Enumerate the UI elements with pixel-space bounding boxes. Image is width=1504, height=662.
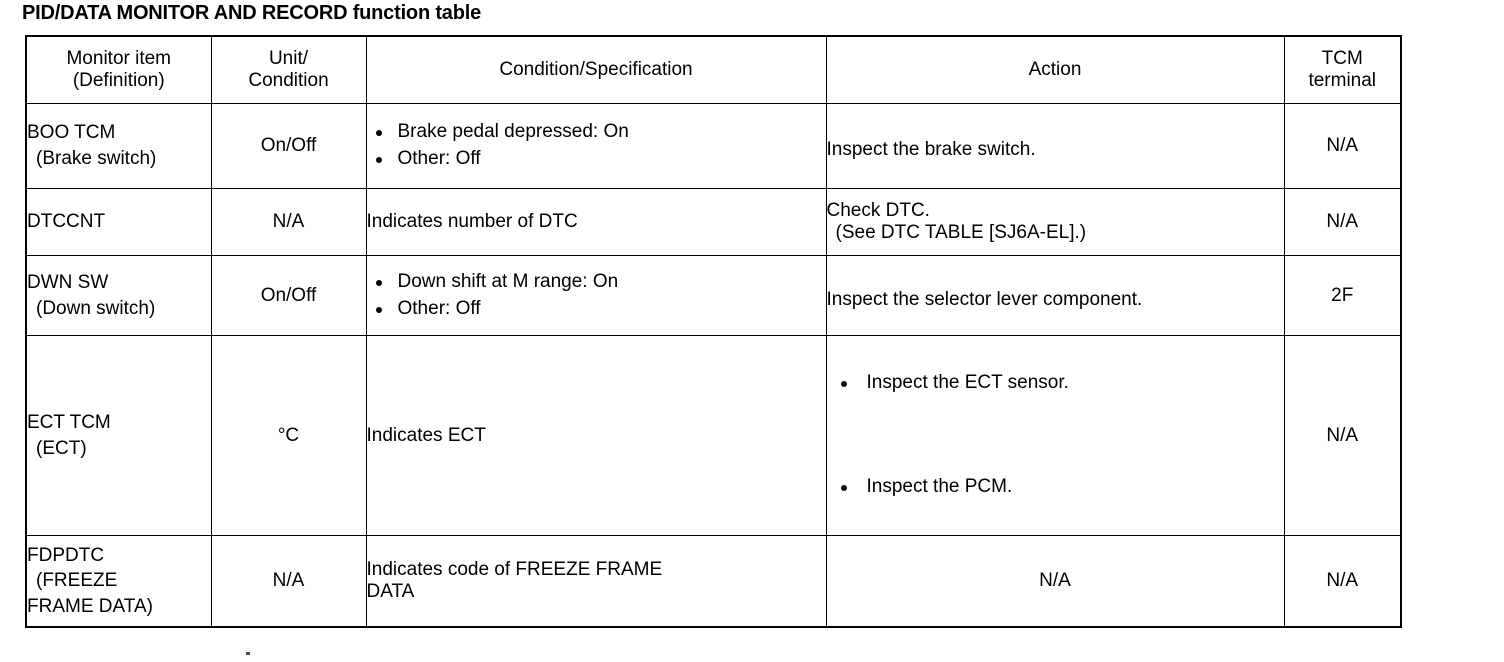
monitor-item-name: BOO TCM <box>27 122 116 144</box>
cell-action: N/A <box>825 535 1285 628</box>
monitor-item-name: FDPDTC <box>27 544 105 566</box>
header-monitor-item-line1: Monitor item <box>66 47 172 69</box>
action-bullet-list: Inspect the ECT sensor. Inspect the PCM. <box>827 370 1284 501</box>
list-item: Inspect the PCM. <box>827 474 1284 501</box>
list-item: Brake pedal depressed: On <box>367 119 826 146</box>
condition-bullet-list: Brake pedal depressed: On Other: Off <box>367 119 826 173</box>
table-row: BOO TCM (Brake switch) On/Off Brake peda… <box>25 102 1402 190</box>
cell-tcm-terminal: N/A <box>1283 535 1402 628</box>
cell-monitor-item: FDPDTC (FREEZE FRAME DATA) <box>25 535 212 628</box>
cell-unit-condition: N/A <box>210 188 367 257</box>
table-row: DWN SW (Down switch) On/Off Down shift a… <box>25 255 1402 337</box>
action-text-block: Check DTC. (See DTC TABLE [SJ6A-EL].) <box>827 200 1284 244</box>
scan-artifact-speck <box>246 652 250 655</box>
cell-condition-specification: Down shift at M range: On Other: Off <box>365 255 827 337</box>
condition-line: DATA <box>366 581 415 603</box>
header-unit-line1: Unit/ <box>268 47 309 69</box>
header-monitor-item: Monitor item (Definition) <box>25 35 212 104</box>
function-table-container: Monitor item (Definition) Unit/ Conditio… <box>25 35 1402 628</box>
cell-action: Inspect the brake switch. <box>825 102 1285 190</box>
page-title: PID/DATA MONITOR AND RECORD function tab… <box>22 2 481 24</box>
monitor-item-name: ECT TCM <box>27 412 111 434</box>
action-line: Check DTC. <box>826 200 930 222</box>
cell-tcm-terminal: N/A <box>1283 188 1402 257</box>
action-text-block: Inspect the brake switch. <box>827 131 1284 161</box>
cell-action: Check DTC. (See DTC TABLE [SJ6A-EL].) <box>825 188 1285 257</box>
monitor-item-definition: (Brake switch) <box>36 148 157 170</box>
action-line: Inspect the brake switch. <box>826 139 1036 161</box>
cell-monitor-item: DTCCNT <box>25 188 212 257</box>
list-item: Other: Off <box>367 296 826 323</box>
list-item: Other: Off <box>367 146 826 173</box>
header-condition-specification: Condition/Specification <box>365 35 827 104</box>
cell-monitor-item: ECT TCM (ECT) <box>25 335 212 537</box>
condition-line: Indicates code of FREEZE FRAME <box>366 559 663 581</box>
condition-bullet-list: Down shift at M range: On Other: Off <box>367 269 826 323</box>
cell-tcm-terminal: N/A <box>1283 102 1402 190</box>
header-row: Monitor item (Definition) Unit/ Conditio… <box>25 35 1402 104</box>
cell-condition-specification: Indicates ECT <box>365 335 827 537</box>
monitor-item-definition: (FREEZE <box>36 570 118 592</box>
header-monitor-item-line2: (Definition) <box>72 70 165 91</box>
action-text-block: Inspect the selector lever component. <box>827 281 1284 311</box>
cell-monitor-item: DWN SW (Down switch) <box>25 255 212 337</box>
table-header: Monitor item (Definition) Unit/ Conditio… <box>25 35 1402 104</box>
cell-condition-specification: Brake pedal depressed: On Other: Off <box>365 102 827 190</box>
cell-tcm-terminal: N/A <box>1283 335 1402 537</box>
action-line: (See DTC TABLE [SJ6A-EL].) <box>835 222 1087 244</box>
cell-action: Inspect the ECT sensor. Inspect the PCM. <box>825 335 1285 537</box>
action-line: Inspect the selector lever component. <box>826 288 1143 310</box>
header-tcm-terminal: TCM terminal <box>1283 35 1402 104</box>
monitor-item-name: DWN SW <box>27 272 109 294</box>
header-unit-line2: Condition <box>248 70 329 91</box>
header-tcm-line2: terminal <box>1308 70 1377 91</box>
monitor-item-definition-cont: FRAME DATA) <box>27 596 153 618</box>
monitor-item-definition: (ECT) <box>36 437 87 459</box>
cell-unit-condition: On/Off <box>210 102 367 190</box>
header-action: Action <box>825 35 1285 104</box>
cell-tcm-terminal: 2F <box>1283 255 1402 337</box>
monitor-item-definition: (Down switch) <box>36 297 156 319</box>
table-body: BOO TCM (Brake switch) On/Off Brake peda… <box>25 102 1402 628</box>
header-tcm-line1: TCM <box>1321 47 1363 69</box>
list-item: Inspect the ECT sensor. <box>827 370 1284 397</box>
cell-condition-specification: Indicates number of DTC <box>365 188 827 257</box>
cell-condition-specification: Indicates code of FREEZE FRAME DATA <box>365 535 827 628</box>
table-row: FDPDTC (FREEZE FRAME DATA) N/A Indicates… <box>25 535 1402 628</box>
list-item: Down shift at M range: On <box>367 269 826 296</box>
cell-unit-condition: N/A <box>210 535 367 628</box>
table-row: DTCCNT N/A Indicates number of DTC Check… <box>25 188 1402 257</box>
table-row: ECT TCM (ECT) °C Indicates ECT Inspect t… <box>25 335 1402 537</box>
pid-data-monitor-table: Monitor item (Definition) Unit/ Conditio… <box>25 35 1402 628</box>
header-unit-condition: Unit/ Condition <box>210 35 367 104</box>
cell-monitor-item: BOO TCM (Brake switch) <box>25 102 212 190</box>
cell-unit-condition: °C <box>210 335 367 537</box>
cell-unit-condition: On/Off <box>210 255 367 337</box>
cell-action: Inspect the selector lever component. <box>825 255 1285 337</box>
monitor-item-name: DTCCNT <box>27 211 106 233</box>
